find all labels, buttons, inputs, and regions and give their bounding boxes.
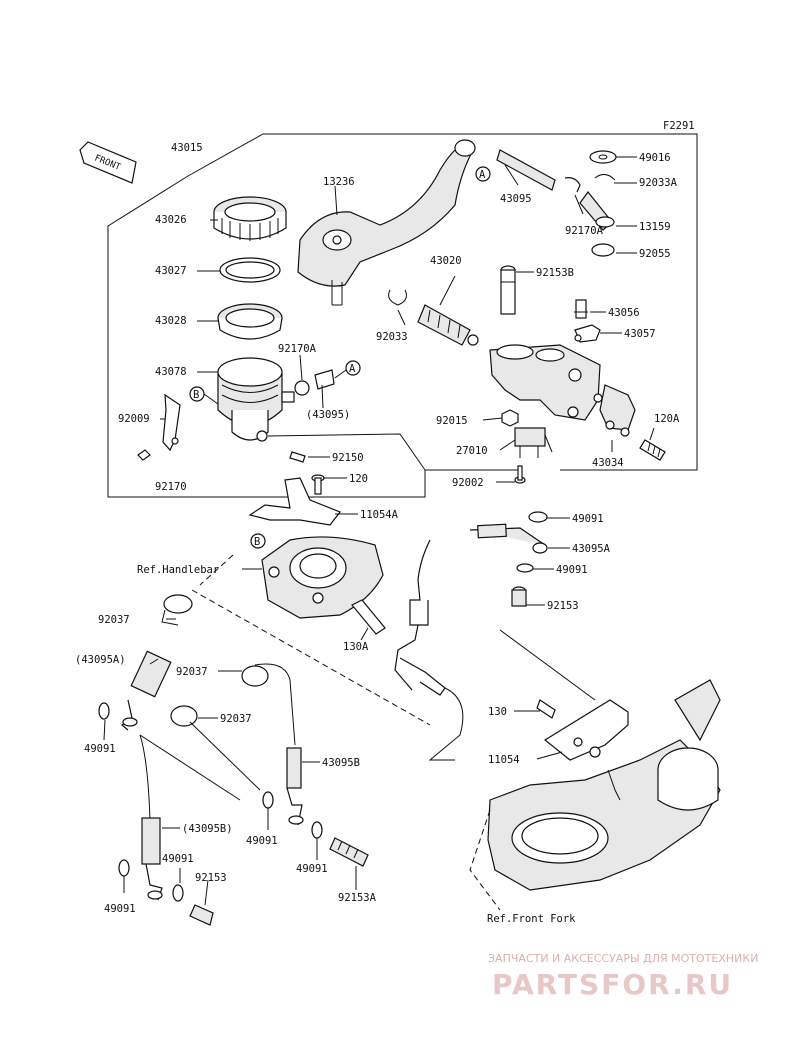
label-92009: 92009 — [118, 413, 150, 425]
label-49091-g: 49091 — [296, 863, 328, 875]
label-43056: 43056 — [608, 307, 640, 319]
watermark-logo: PARTSFOR.RU — [492, 968, 733, 1001]
banjo-bolt-part — [311, 821, 369, 867]
handlebar-clamp-part — [261, 536, 384, 619]
front-fork-part — [469, 679, 721, 911]
label-13236: 13236 — [323, 176, 355, 188]
label-92150: 92150 — [332, 452, 364, 464]
label-43020: 43020 — [430, 255, 462, 267]
label-43095A: 43095A — [572, 543, 611, 555]
label-43095A-paren: (43095A) — [75, 654, 126, 666]
bracket-bolts-part — [248, 451, 341, 526]
clamp-part — [599, 384, 636, 437]
switch-screw-part — [514, 465, 526, 484]
brake-switch-part — [514, 427, 553, 458]
nut-part — [501, 409, 519, 427]
label-92033A: 92033A — [639, 177, 678, 189]
brake-hose-a-part — [394, 511, 548, 761]
brake-hose-b-part — [118, 817, 214, 926]
master-cylinder-part — [489, 344, 603, 421]
label-92170A: 92170A — [278, 343, 317, 355]
ref-handlebar: Ref.Handlebar — [137, 564, 219, 576]
label-49091-f: 49091 — [104, 903, 136, 915]
label-130A: 130A — [343, 641, 369, 653]
label-43095B: 43095B — [322, 757, 360, 769]
label-43027: 43027 — [155, 265, 187, 277]
reservoir-hose-part — [496, 149, 617, 257]
reservoir-bracket-part — [137, 393, 181, 461]
label-11054: 11054 — [488, 754, 520, 766]
label-43026: 43026 — [155, 214, 187, 226]
label-92037-b: 92037 — [176, 666, 208, 678]
callout-b: B — [189, 386, 205, 402]
label-43095-paren: (43095) — [306, 409, 350, 421]
svg-text:B: B — [254, 536, 260, 548]
label-43078: 43078 — [155, 366, 187, 378]
label-43057: 43057 — [624, 328, 656, 340]
hose-clamp-left-part — [98, 594, 193, 821]
label-49091-b: 49091 — [556, 564, 588, 576]
front-arrow-icon: FRONT — [79, 141, 137, 184]
callout-a: A — [475, 166, 491, 182]
svg-text:A: A — [349, 363, 356, 375]
label-92002: 92002 — [452, 477, 484, 489]
svg-text:B: B — [193, 389, 199, 401]
bleeder-part — [574, 299, 601, 343]
label-92170: 92170 — [155, 481, 187, 493]
label-49091-d: 49091 — [246, 835, 278, 847]
label-130: 130 — [488, 706, 507, 718]
reservoir-clip-part — [294, 369, 335, 396]
label-43028: 43028 — [155, 315, 187, 327]
diaphragm-part — [219, 257, 281, 283]
figure-code: F2291 — [663, 120, 695, 132]
label-120: 120 — [349, 473, 368, 485]
label-49091-e: 49091 — [162, 853, 194, 865]
label-92170A-2: 92170A — [565, 225, 604, 237]
label-92153: 92153 — [547, 600, 579, 612]
label-92055: 92055 — [639, 248, 671, 260]
hose-clamp-center-part — [170, 663, 304, 826]
label-92033: 92033 — [376, 331, 408, 343]
label-92037-c: 92037 — [220, 713, 252, 725]
label-11054A: 11054A — [360, 509, 399, 521]
ref-front-fork: Ref.Front Fork — [487, 913, 576, 925]
label-43095: 43095 — [500, 193, 532, 205]
label-92153B: 92153B — [536, 267, 574, 279]
pivot-bolt-part — [500, 265, 516, 315]
watermark-tagline: ЗАПЧАСТИ И АКСЕССУАРЫ ДЛЯ МОТОТЕХНИКИ — [488, 952, 758, 965]
reservoir-cap-part — [213, 196, 287, 241]
clamp-bolt-part — [639, 439, 666, 461]
label-49091-a: 49091 — [572, 513, 604, 525]
svg-text:A: A — [479, 169, 486, 181]
diaphragm-plate-part — [217, 303, 283, 340]
label-92037-a: 92037 — [98, 614, 130, 626]
label-92153-b: 92153 — [195, 872, 227, 884]
assembly-frame — [107, 175, 518, 498]
label-49091-c: 49091 — [84, 743, 116, 755]
label-43015: 43015 — [171, 142, 203, 154]
label-13159: 13159 — [639, 221, 671, 233]
label-49016: 49016 — [639, 152, 671, 164]
reservoir-body-part — [217, 357, 295, 442]
bolt-130a-part — [351, 599, 386, 635]
label-92015: 92015 — [436, 415, 468, 427]
callout-a-2: A — [345, 360, 361, 376]
label-43095B-paren: (43095B) — [182, 823, 233, 835]
brake-lever-part — [297, 139, 476, 306]
handlebar-ref-line — [191, 589, 431, 726]
label-27010: 27010 — [456, 445, 488, 457]
piston-kit-part — [388, 289, 479, 346]
callout-b-2: B — [250, 533, 266, 549]
label-92153A: 92153A — [338, 892, 377, 904]
label-120A: 120A — [654, 413, 680, 425]
label-43034: 43034 — [592, 457, 624, 469]
leader-lines — [103, 156, 655, 906]
